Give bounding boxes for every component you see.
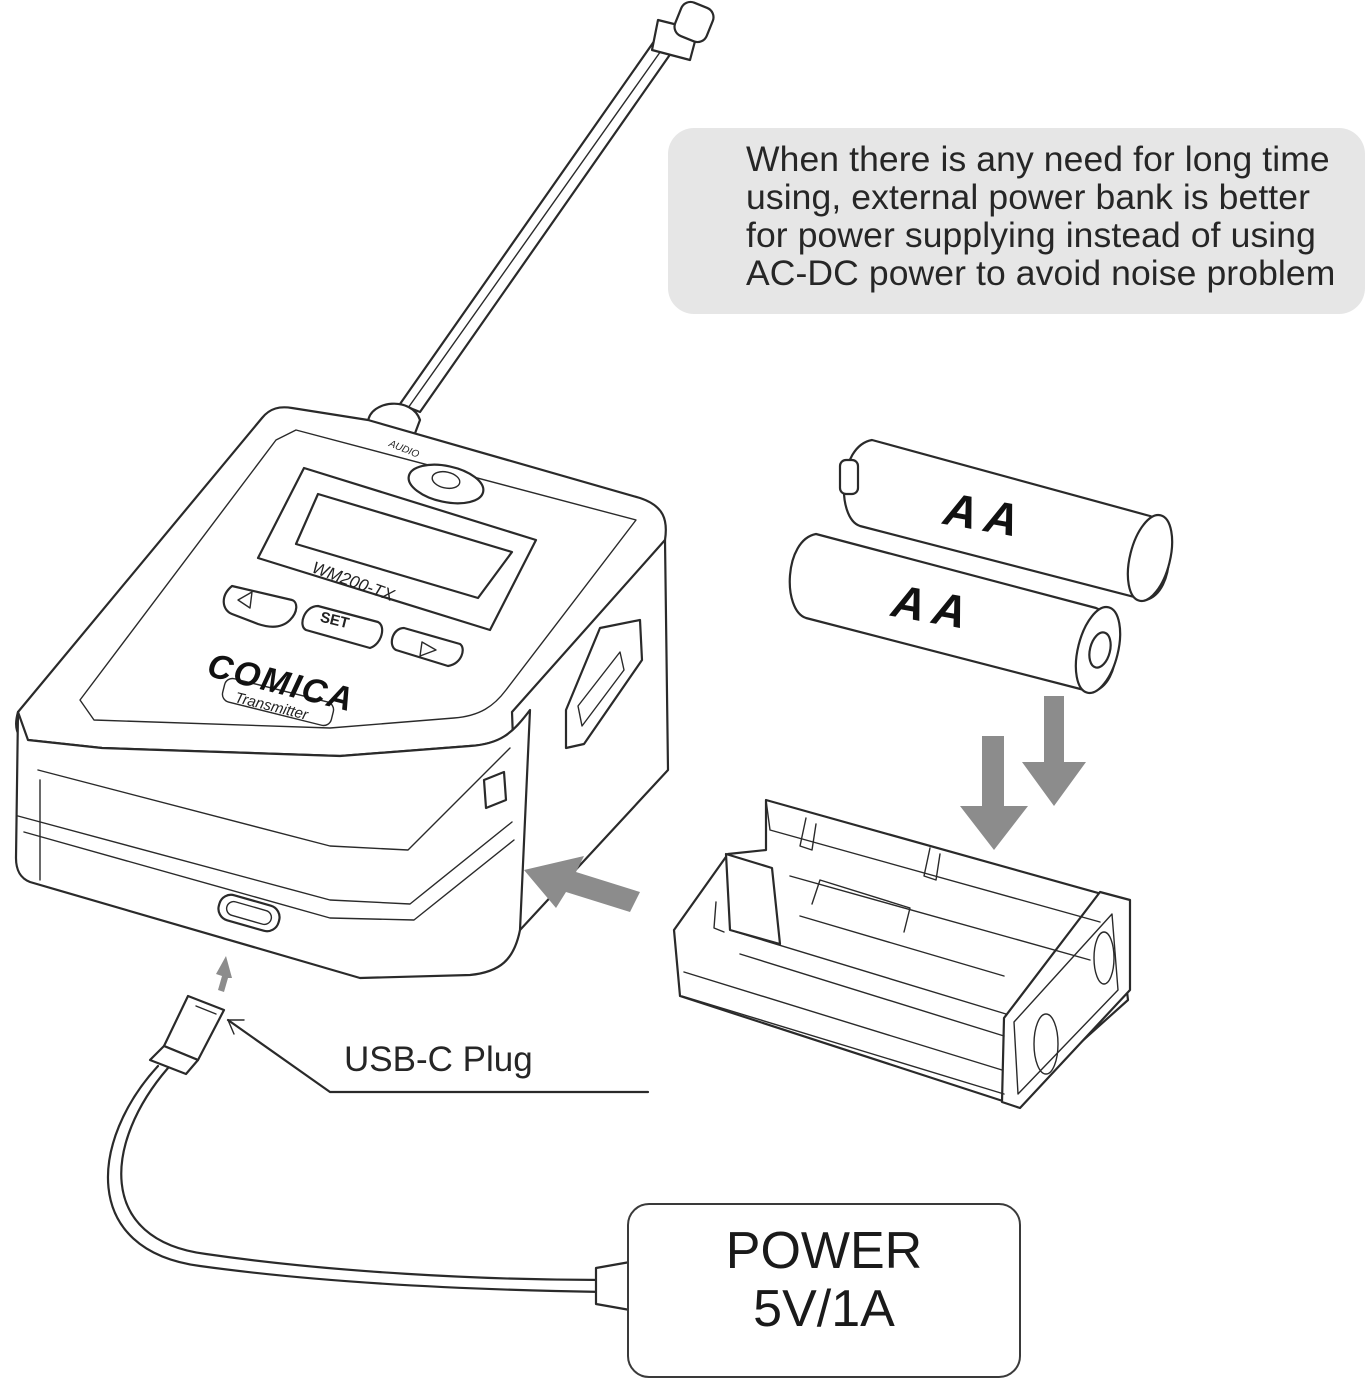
note-line: When there is any need for long time [746,139,1330,179]
battery-bottom [788,532,1122,695]
battery-top [838,438,1174,603]
antenna [366,0,715,438]
usb-cable [106,956,650,1312]
attach-arrow [524,856,640,912]
note-line: using, external power bank is better [746,177,1311,217]
power-label: POWER [725,1222,923,1280]
power-rating: 5V/1A [753,1280,895,1338]
note-line: AC-DC power to avoid noise problem [746,253,1336,293]
transmitter-device [14,406,670,980]
power-adapter-box [627,1203,1021,1378]
usb-c-plug-label: USB-C Plug [344,1040,533,1079]
note-text: When there is any need for long time usi… [746,140,1361,292]
note-box [668,128,1365,314]
battery-tray [672,798,1132,1110]
power-adapter-text: POWER 5V/1A [627,1222,1021,1338]
insert-arrows [960,696,1086,850]
note-line: for power supplying instead of using [746,215,1316,255]
